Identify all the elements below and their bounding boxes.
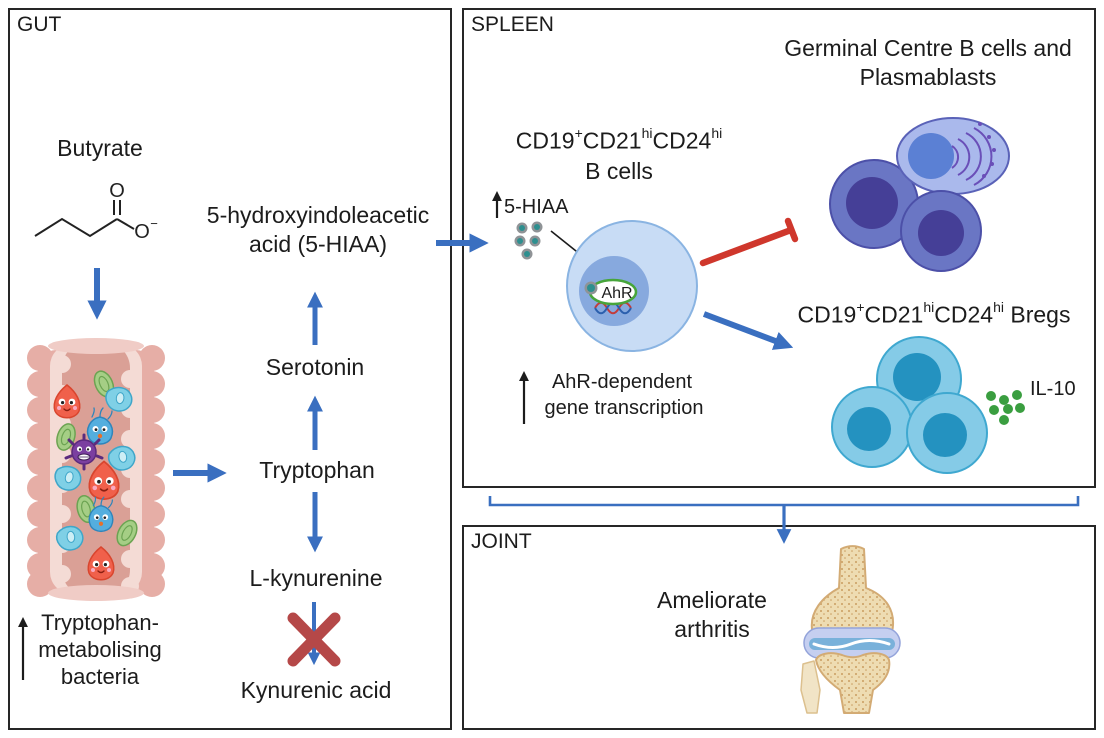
bacteria-label-line2: metabolising bbox=[38, 637, 162, 662]
cd24-superscript: hi bbox=[993, 299, 1004, 315]
hiaa-label-line2: acid (5-HIAA) bbox=[248, 231, 388, 257]
joint-panel bbox=[462, 525, 1096, 730]
cd21-superscript: hi bbox=[641, 125, 653, 141]
cd19-marker: CD19 bbox=[797, 301, 857, 328]
cd21-superscript: hi bbox=[923, 299, 935, 315]
cd24-marker: CD24 bbox=[934, 301, 994, 328]
cd19-superscript: + bbox=[574, 125, 583, 141]
cd24-marker: CD24 bbox=[652, 127, 712, 154]
serotonin-label: Serotonin bbox=[265, 354, 365, 380]
spleen-panel-title: SPLEEN bbox=[471, 13, 554, 36]
bacteria-label-line1: Tryptophan- bbox=[41, 610, 159, 635]
l-kynurenine-label: L-kynurenine bbox=[249, 565, 383, 591]
tryptophan-label: Tryptophan bbox=[259, 457, 375, 483]
bregs-markers-label: CD19+CD21hiCD24hi Bregs bbox=[797, 299, 1071, 328]
ameliorate-label-line1: Ameliorate bbox=[657, 587, 767, 613]
gc-label-line2: Plasmablasts bbox=[859, 64, 997, 90]
ameliorate-label-line2: arthritis bbox=[674, 616, 750, 642]
il10-label: IL-10 bbox=[1030, 378, 1076, 400]
kynurenic-acid-label: Kynurenic acid bbox=[240, 677, 392, 703]
gut-panel-title: GUT bbox=[17, 13, 62, 36]
bcell-label: B cells bbox=[585, 158, 653, 184]
ahr-transcription-line1: AhR-dependent bbox=[551, 371, 693, 393]
hiaa-increase-label: 5-HIAA bbox=[504, 196, 569, 218]
ahr-transcription-line2: gene transcription bbox=[544, 397, 704, 419]
cd21-marker: CD21 bbox=[582, 127, 642, 154]
cd19-superscript: + bbox=[856, 299, 865, 315]
gc-label-line1: Germinal Centre B cells and bbox=[784, 35, 1072, 61]
hiaa-label-line1: 5-hydroxyindoleacetic bbox=[206, 202, 430, 228]
bacteria-label-line3: bacteria bbox=[60, 664, 140, 689]
joint-panel-title: JOINT bbox=[471, 530, 532, 553]
cd24-superscript: hi bbox=[711, 125, 723, 141]
cd21-marker: CD21 bbox=[864, 301, 924, 328]
bcell-markers-label: CD19+CD21hiCD24hi bbox=[515, 125, 723, 154]
bregs-label: Bregs bbox=[1010, 301, 1071, 328]
cd19-marker: CD19 bbox=[515, 127, 575, 154]
butyrate-label: Butyrate bbox=[57, 135, 143, 161]
